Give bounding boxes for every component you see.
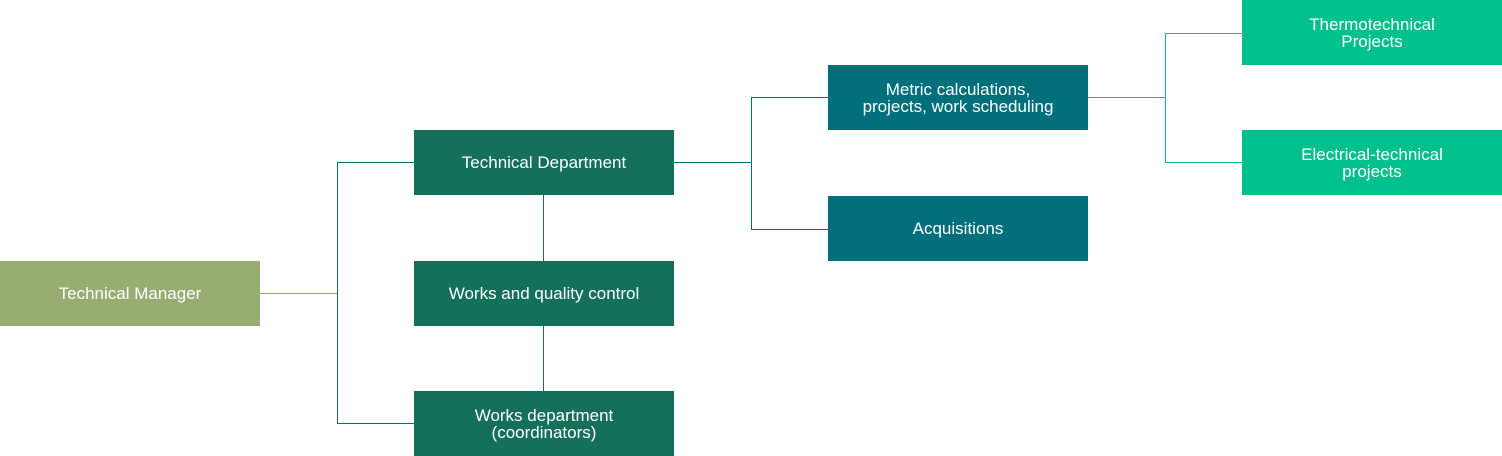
thermotechnical-projects-label: Thermotechnical Projects — [1309, 14, 1435, 51]
acquisitions-box: Acquisitions — [828, 196, 1088, 261]
technical-manager-box: Technical Manager — [0, 261, 260, 326]
works-department-box: Works department (coordinators) — [414, 391, 674, 456]
metric-calculations-label: Metric calculations, projects, work sche… — [862, 79, 1054, 116]
works-quality-control-label: Works and quality control — [448, 284, 640, 303]
technical-department-label: Technical Department — [461, 153, 627, 172]
works-department-label: Works department (coordinators) — [474, 405, 614, 442]
metric-calculations-box: Metric calculations, projects, work sche… — [828, 65, 1088, 130]
technical-manager-label: Technical Manager — [58, 284, 202, 303]
thermotechnical-projects-box: Thermotechnical Projects — [1242, 0, 1502, 65]
acquisitions-label: Acquisitions — [912, 219, 1004, 238]
technical-department-box: Technical Department — [414, 130, 674, 195]
electrical-technical-projects-box: Electrical-technical projects — [1242, 130, 1502, 195]
electrical-technical-projects-label: Electrical-technical projects — [1301, 144, 1443, 181]
works-quality-control-box: Works and quality control — [414, 261, 674, 326]
